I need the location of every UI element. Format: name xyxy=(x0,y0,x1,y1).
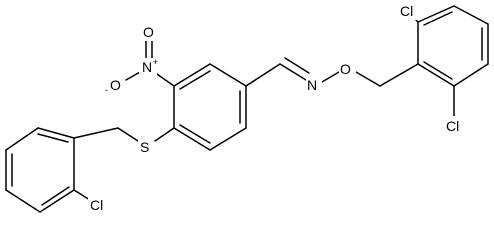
bond xyxy=(417,63,455,87)
bond xyxy=(173,63,211,87)
bond xyxy=(37,127,75,139)
bond xyxy=(73,189,91,201)
atom-cl-lower-left: Cl xyxy=(90,197,103,213)
atom-n-oxime: N xyxy=(307,77,317,93)
bond xyxy=(37,133,69,143)
bond xyxy=(153,71,175,87)
atom-cl-top-right: Cl xyxy=(400,3,413,19)
bond xyxy=(379,63,419,87)
bond xyxy=(173,127,211,151)
bond xyxy=(284,57,310,74)
bond xyxy=(5,189,41,213)
bond xyxy=(245,63,281,87)
bond xyxy=(179,124,211,144)
atom-n-nitro: N xyxy=(142,59,152,75)
atom-o-nitro-left: O xyxy=(110,77,121,93)
bond xyxy=(41,186,70,206)
molecule-structure: O N + O - S Cl N O Cl Cl xyxy=(5,2,489,214)
bond xyxy=(179,70,211,90)
bonds xyxy=(5,5,489,213)
bond xyxy=(73,127,119,139)
bond xyxy=(423,61,453,80)
bond xyxy=(209,127,247,151)
atom-cl-bottom-right: Cl xyxy=(446,118,459,134)
bond xyxy=(117,127,139,142)
bond xyxy=(39,189,75,213)
atom-s-thioether: S xyxy=(140,139,149,155)
atom-labels: O N + O - S Cl N O Cl Cl xyxy=(88,2,468,214)
bond xyxy=(125,71,141,81)
charge-plus: + xyxy=(153,57,158,67)
atom-o-oxime: O xyxy=(340,61,351,77)
bond xyxy=(154,127,175,142)
bond xyxy=(417,5,455,23)
atom-o-nitro-top: O xyxy=(143,24,154,40)
bond xyxy=(321,71,340,83)
bond xyxy=(355,71,381,87)
charge-minus: - xyxy=(105,85,108,95)
bond xyxy=(423,11,453,26)
bond xyxy=(279,63,307,81)
bond xyxy=(453,63,489,87)
bond xyxy=(5,127,39,151)
bond xyxy=(453,5,489,25)
bond xyxy=(209,63,247,87)
